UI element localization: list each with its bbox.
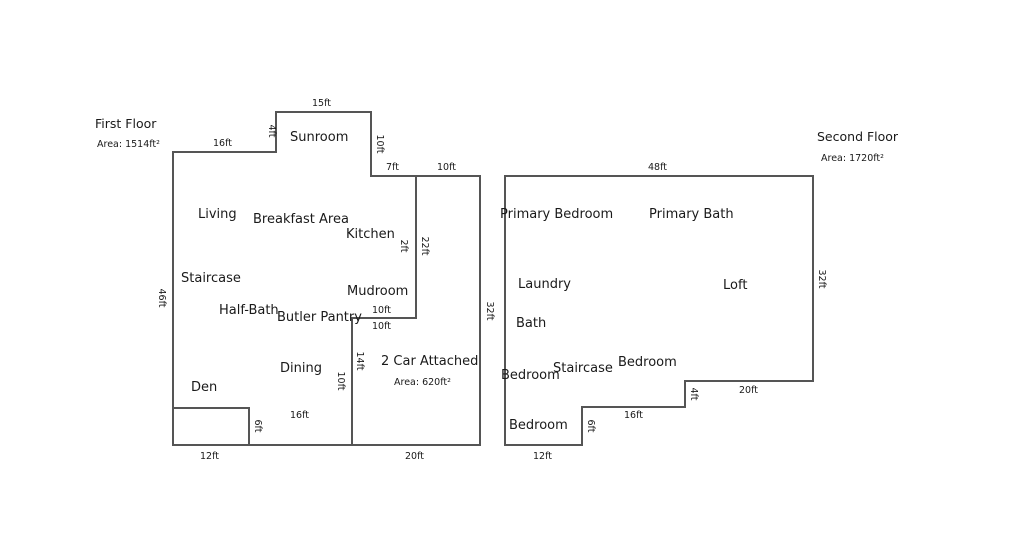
first-floor-area: Area: 1514ft² (97, 139, 160, 150)
room-sunroom: Sunroom (290, 130, 348, 145)
room-primary-bath: Primary Bath (649, 207, 734, 222)
dim-first-bottom-12: 12ft (200, 451, 219, 462)
room-second-staircase: Staircase (553, 361, 613, 376)
dim-kitchen-22: 22ft (419, 237, 430, 256)
dim-garage-right-wall: 32ft (484, 302, 495, 321)
garage-area: Area: 620ft² (394, 377, 451, 388)
dim-mudroom-10b: 10ft (372, 321, 391, 332)
dim-second-bottom-12: 12ft (533, 451, 552, 462)
room-primary-bedroom: Primary Bedroom (500, 207, 613, 222)
dim-second-top: 48ft (648, 162, 667, 173)
second-floor-title: Second Floor (817, 129, 899, 144)
first-floor-outline-lower (172, 152, 249, 446)
dim-first-notch-6: 6ft (252, 420, 263, 433)
dim-second-step-4: 4ft (688, 388, 699, 401)
second-floor-outline (504, 175, 814, 446)
room-den: Den (191, 380, 217, 395)
room-garage: 2 Car Attached (381, 354, 478, 369)
dim-first-top-right: 10ft (437, 162, 456, 173)
room-staircase: Staircase (181, 271, 241, 286)
room-laundry: Laundry (518, 277, 571, 292)
dim-dining-10: 10ft (335, 372, 346, 391)
dim-second-bottom-20: 20ft (739, 385, 758, 396)
first-floor-title: First Floor (95, 116, 157, 131)
dim-first-top-left: 16ft (213, 138, 232, 149)
room-mudroom: Mudroom (347, 284, 408, 299)
dim-second-step-6: 6ft (585, 420, 596, 433)
dim-garage-left-14: 14ft (354, 352, 365, 371)
dim-second-bottom-16: 16ft (624, 410, 643, 421)
dim-first-left-wall: 46ft (156, 289, 167, 308)
room-bath: Bath (516, 316, 546, 331)
room-bedroom-a: Bedroom (501, 368, 560, 383)
room-butler-pantry: Butler Pantry (277, 310, 362, 325)
room-kitchen: Kitchen (346, 227, 395, 242)
room-loft: Loft (723, 278, 747, 293)
dim-sunroom-top: 15ft (312, 98, 331, 109)
dim-first-bottom-16: 16ft (290, 410, 309, 421)
room-living: Living (198, 207, 237, 222)
dim-second-right-wall: 32ft (816, 270, 827, 289)
dim-step-7: 7ft (386, 162, 399, 173)
dim-sunroom-left: 4ft (266, 125, 277, 138)
room-bedroom-c: Bedroom (509, 418, 568, 433)
dim-mudroom-10a: 10ft (372, 305, 391, 316)
second-floor-area: Area: 1720ft² (821, 153, 884, 164)
room-half-bath: Half-Bath (219, 303, 279, 318)
dim-sunroom-right: 10ft (374, 135, 385, 154)
garage-outline (351, 175, 481, 446)
room-bedroom-b: Bedroom (618, 355, 677, 370)
dim-kitchen-2: 2ft (398, 240, 409, 253)
dim-garage-bottom: 20ft (405, 451, 424, 462)
room-dining: Dining (280, 361, 322, 376)
room-breakfast-area: Breakfast Area (253, 212, 349, 227)
